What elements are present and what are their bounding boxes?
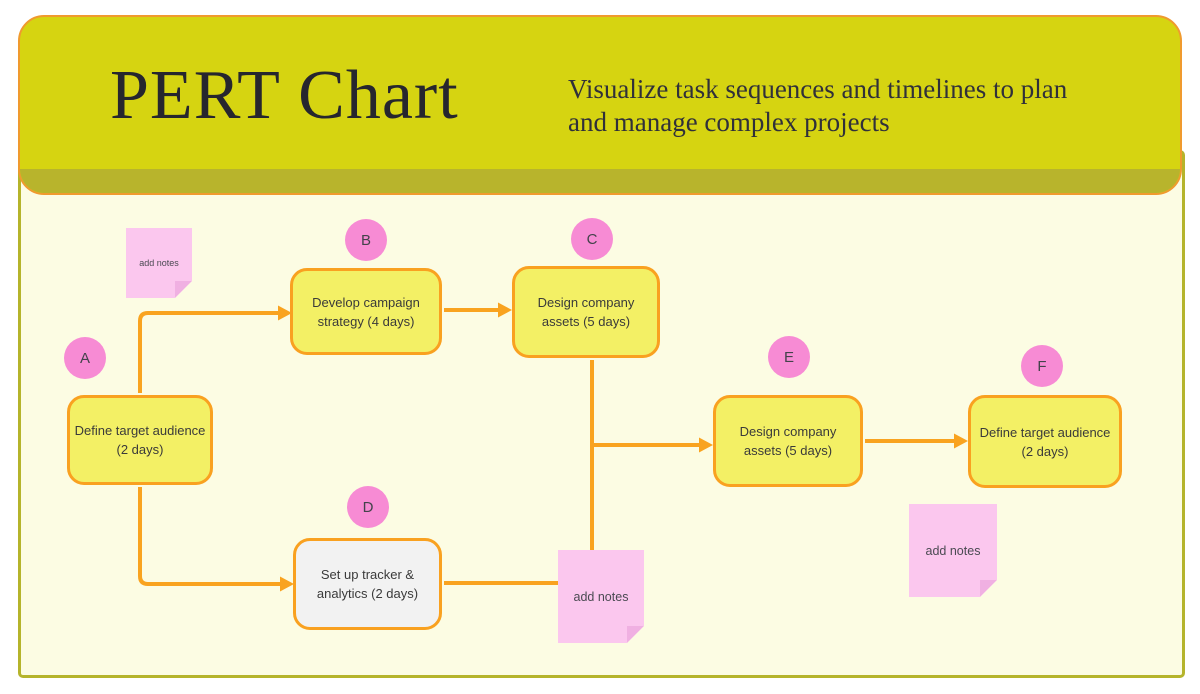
page-subtitle: Visualize task sequences and timelines t…	[568, 74, 1068, 137]
letter-badge-c[interactable]: C	[571, 218, 613, 260]
letter-badge-f[interactable]: F	[1021, 345, 1063, 387]
task-label: Define target audience (2 days)	[979, 424, 1111, 459]
badge-letter: C	[586, 230, 598, 248]
banner-shadow-strip	[20, 169, 1180, 193]
task-node-c[interactable]: Design company assets (5 days)	[512, 266, 660, 358]
sticky-note-bottom-middle[interactable]: add notes	[558, 550, 644, 643]
task-label: Design company assets (5 days)	[739, 424, 837, 458]
sticky-note-label: add notes	[573, 589, 629, 604]
arrowhead-into-c	[498, 302, 512, 318]
badge-letter: D	[362, 498, 374, 516]
task-label: Define target audience (2 days)	[74, 423, 206, 457]
task-node-f[interactable]: Define target audience (2 days)	[968, 395, 1122, 488]
sticky-note-label: add notes	[139, 258, 179, 268]
arrowhead-into-f	[954, 433, 968, 449]
connector-a-to-d[interactable]	[138, 487, 281, 586]
letter-badge-b[interactable]: B	[345, 219, 387, 261]
task-node-a[interactable]: Define target audience (2 days)	[67, 395, 213, 485]
task-node-e[interactable]: Design company assets (5 days)	[713, 395, 863, 487]
badge-letter: A	[79, 349, 90, 367]
letter-badge-a[interactable]: A	[64, 337, 106, 379]
badge-letter: F	[1037, 357, 1047, 375]
badge-letter: B	[360, 231, 371, 249]
arrowhead-into-e	[699, 437, 713, 453]
task-label: Set up tracker & analytics (2 days)	[316, 567, 419, 601]
arrowhead-into-b	[278, 305, 292, 321]
sticky-note-top-left[interactable]: add notes	[126, 228, 192, 298]
task-node-d[interactable]: Set up tracker & analytics (2 days)	[293, 538, 442, 630]
letter-badge-e[interactable]: E	[768, 336, 810, 378]
task-label: Develop campaign strategy (4 days)	[312, 294, 420, 329]
sticky-note-bottom-right[interactable]: add notes	[909, 504, 997, 597]
badge-letter: E	[783, 348, 794, 366]
arrowhead-into-d	[280, 576, 294, 592]
task-node-b[interactable]: Develop campaign strategy (4 days)	[290, 268, 442, 355]
page-title: PERT Chart	[110, 57, 459, 134]
letter-badge-d[interactable]: D	[347, 486, 389, 528]
task-label: Design company assets (5 days)	[537, 295, 635, 329]
header-banner[interactable]: PERT Chart Visualize task sequences and …	[18, 15, 1182, 195]
sticky-note-label: add notes	[925, 543, 981, 558]
connector-a-to-b[interactable]	[138, 311, 279, 393]
